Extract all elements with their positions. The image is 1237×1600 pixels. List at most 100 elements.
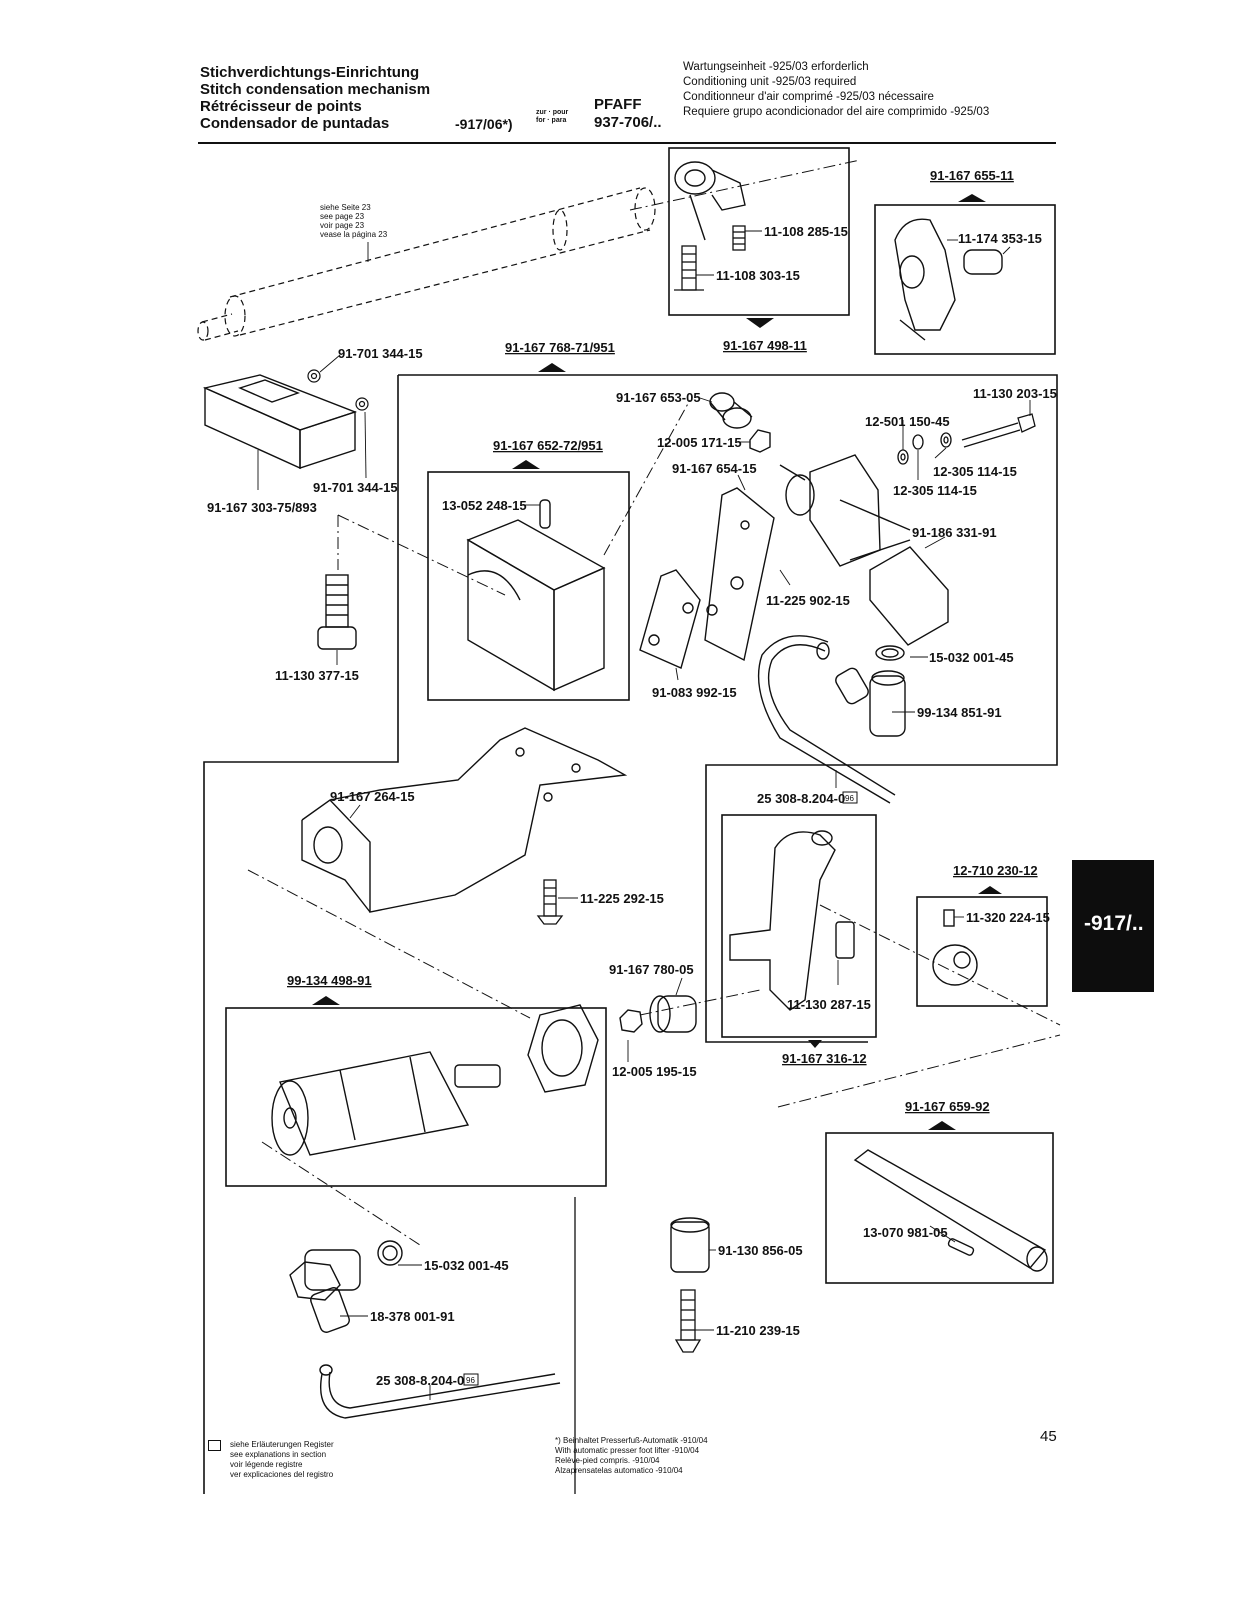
assembly-lines [247, 159, 1061, 1246]
part-label: 11-130 203-15 [973, 386, 1057, 401]
countersunk-screw [674, 1289, 702, 1353]
washers [897, 432, 952, 465]
cap-screw [317, 574, 357, 650]
for-label-1: zur · pour [536, 109, 569, 116]
for-labels: zur · pour for · para [536, 109, 568, 125]
part-label: 11-225 902-15 [766, 593, 850, 608]
part-label: 91-083 992-15 [652, 685, 737, 700]
screw-bracket [536, 879, 564, 925]
assembly-label-a3: 91-167 768-71/951 [505, 340, 615, 355]
part-label: 25 308-8.204-0 [757, 791, 845, 806]
assembly-label-a7: 91-167 316-12 [782, 1051, 867, 1066]
header-rule [198, 142, 1056, 144]
part-label: 15-032 001-45 [929, 650, 1014, 665]
part-label: 12-005 195-15 [612, 1064, 697, 1079]
brand-name: PFAFF [594, 96, 642, 113]
legend-de: siehe Erläuterungen Register [230, 1440, 334, 1449]
pointer-a1 [958, 194, 986, 202]
air-hose [757, 635, 896, 804]
legend-en: see explanations in section [230, 1450, 327, 1459]
footnote: *) Beinhaltet Presserfuß-Automatik -910/… [555, 1436, 708, 1476]
legend-fr: voir légende registre [230, 1460, 303, 1469]
part-label: 91-186 331-91 [912, 525, 997, 540]
see-page-es: vease la página 23 [320, 230, 388, 239]
see-page-en: see page 23 [320, 212, 365, 221]
assembly-label-a4: 91-167 652-72/951 [493, 438, 603, 453]
page-number: 45 [1040, 1428, 1057, 1445]
screw-long [961, 413, 1036, 448]
see-page-note: siehe Seite 23 see page 23 voir page 23 … [320, 203, 388, 239]
note-en: Conditioning unit -925/03 required [683, 76, 857, 88]
part-label: 11-320 224-15 [966, 910, 1050, 925]
part-label: 25 308-8.204-0 [376, 1373, 464, 1388]
part-label: 91-167 653-05 [616, 390, 701, 405]
legend-text: siehe Erläuterungen Register see explana… [230, 1440, 334, 1480]
pointer-a5 [978, 886, 1002, 894]
main-outline [398, 374, 1058, 1043]
see-page-fr: voir page 23 [320, 221, 365, 230]
bearing-block [466, 499, 606, 692]
leader-lines [257, 230, 1031, 1400]
assembly-label-a2: 91-167 498-11 [723, 338, 807, 353]
part-label: 91-130 856-05 [718, 1243, 803, 1258]
part-label: 11-108 303-15 [716, 268, 800, 283]
note-fr: Conditionneur d'air comprimé -925/03 néc… [683, 91, 934, 103]
part-label: 13-070 981-05 [863, 1225, 948, 1240]
part-label: 91-167 264-15 [330, 789, 415, 804]
part-label: 91-701 344-15 [338, 346, 423, 361]
assembly-label-a8: 91-167 659-92 [905, 1099, 990, 1114]
main-outline-left [203, 375, 399, 1494]
hose-code: 96 [845, 794, 854, 803]
pointer-a6 [312, 996, 340, 1005]
pneumatic-cylinder [271, 1004, 599, 1156]
see-page-de: siehe Seite 23 [320, 203, 371, 212]
bracket [301, 727, 628, 913]
brand-block: PFAFF 937-706/.. [594, 96, 662, 132]
crank-lever [894, 218, 1003, 341]
part-label: 13-052 248-15 [442, 498, 527, 513]
part-label: 11-225 292-15 [580, 891, 664, 906]
cover-plate [202, 374, 358, 470]
page-title: Stichverdichtungs-Einrichtung Stitch con… [200, 64, 430, 132]
assembly-labels: 91-167 655-11 91-167 498-11 91-167 768-7… [287, 168, 1038, 1114]
for-label-2: for · para [536, 117, 567, 124]
hose-code: 96 [466, 1376, 475, 1385]
footnote-de: *) Beinhaltet Presserfuß-Automatik -910/… [555, 1436, 708, 1445]
title-fr: Rétrécisseur de points [200, 98, 362, 115]
frame-a5 [916, 896, 1048, 1007]
screw-a2-1 [732, 225, 746, 251]
part-label: 91-167 780-05 [609, 962, 694, 977]
note-es: Requiere grupo acondicionador del aire c… [683, 106, 990, 118]
model-reference: -917/06*) [455, 116, 513, 132]
frame-a7 [721, 814, 877, 1038]
part-label: 11-174 353-15 [958, 231, 1042, 246]
section-tab-label: -917/.. [1084, 912, 1144, 935]
footnote-es: Alzaprensatelas automatico -910/04 [555, 1466, 683, 1475]
frame-a1 [874, 204, 1056, 355]
part-label: 12-005 171-15 [657, 435, 742, 450]
pointer-a2 [746, 318, 774, 328]
swing-lever [729, 830, 855, 1011]
air-cylinder [779, 454, 949, 646]
hose-code-box [842, 791, 858, 804]
part-label: 11-108 285-15 [764, 224, 848, 239]
pointer-a8 [928, 1121, 956, 1130]
pointer-a7 [808, 1040, 822, 1048]
note-de: Wartungseinheit -925/03 erforderlich [683, 61, 869, 73]
part-label: 12-305 114-15 [933, 464, 1017, 479]
guide-plates [639, 487, 775, 669]
legend-es: ver explicaciones del registro [230, 1470, 334, 1479]
title-es: Condensador de puntadas [200, 115, 390, 132]
part-label: 15-032 001-45 [424, 1258, 509, 1273]
bottom-hose [319, 1364, 561, 1419]
title-en: Stitch condensation mechanism [200, 81, 431, 98]
pointer-a3 [538, 363, 566, 372]
part-label: 12-305 114-15 [893, 483, 977, 498]
section-tab: -917/.. [1072, 860, 1154, 992]
assembly-label-a6: 99-134 498-91 [287, 973, 372, 988]
part-label: 99-134 851-91 [917, 705, 1002, 720]
assembly-label-a5: 12-710 230-12 [953, 863, 1038, 878]
footnote-en: With automatic presser foot lifter -910/… [555, 1446, 700, 1455]
spacer-tube [670, 1217, 710, 1273]
